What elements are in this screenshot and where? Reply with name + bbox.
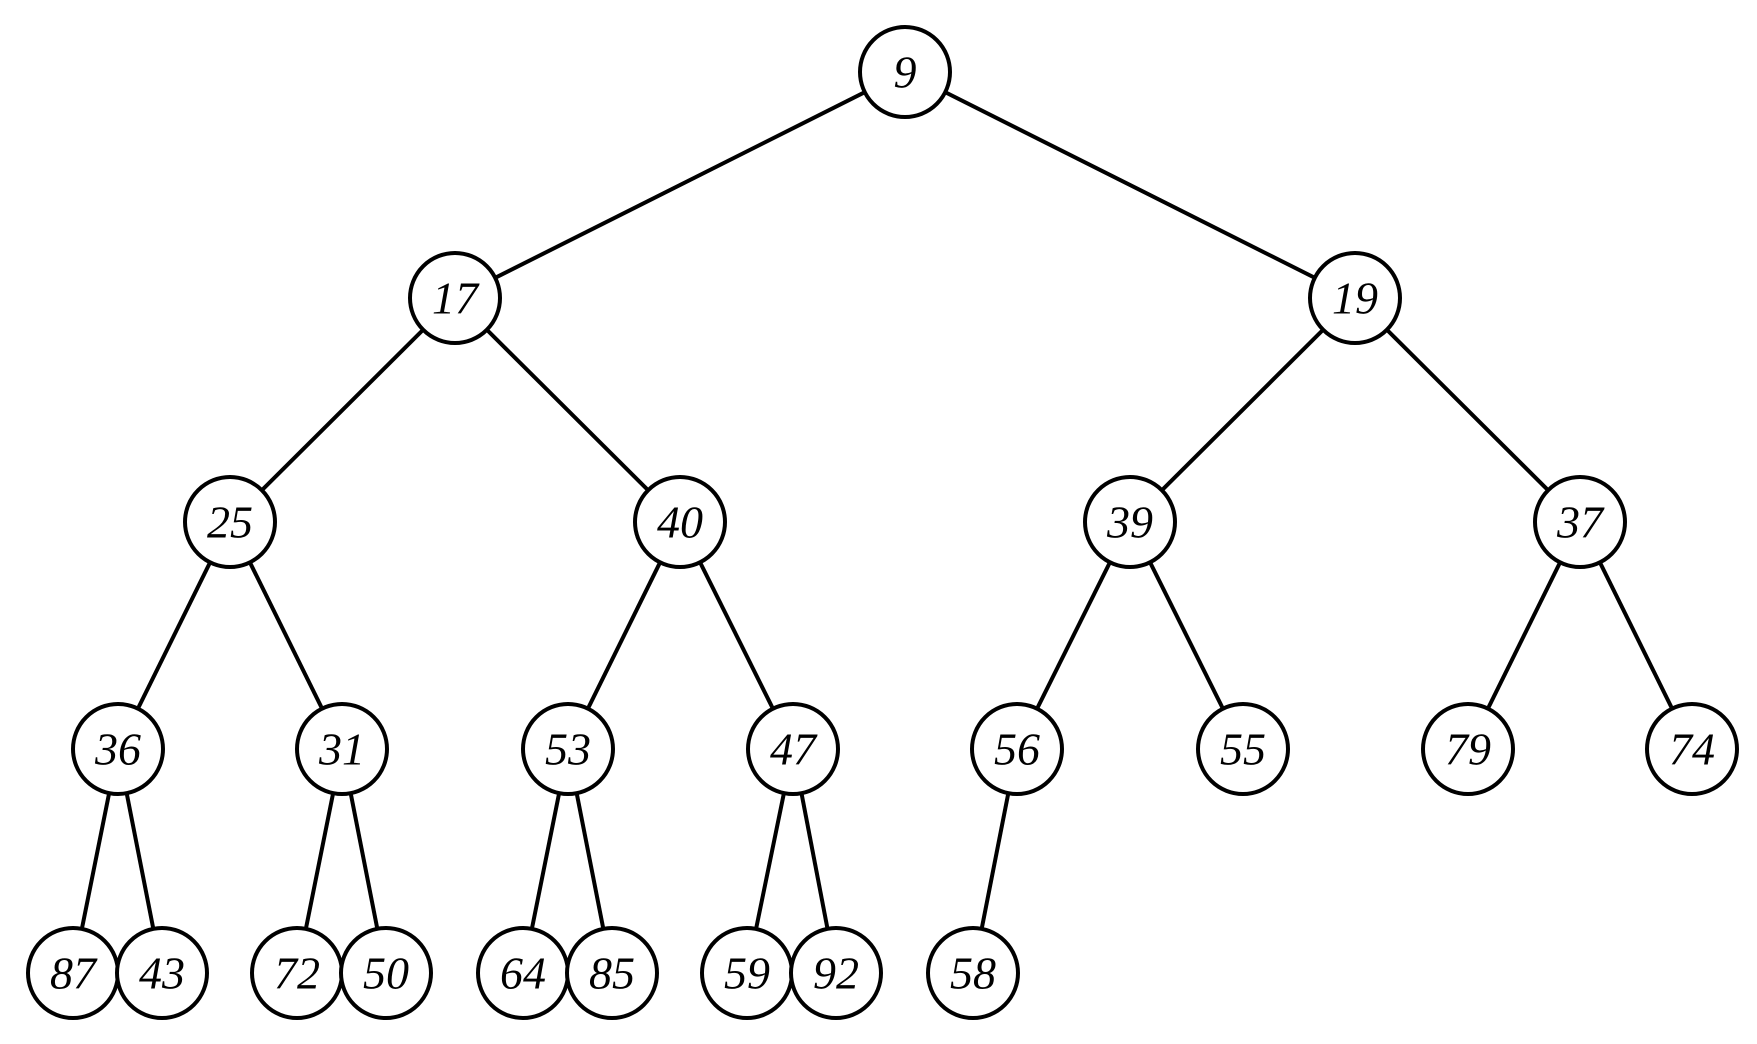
tree-node-64: 64 bbox=[476, 926, 570, 1020]
tree-node-92: 92 bbox=[789, 926, 883, 1020]
tree-node-43: 43 bbox=[115, 926, 209, 1020]
tree-node-47: 47 bbox=[746, 702, 840, 796]
tree-edge-17-40 bbox=[453, 296, 682, 524]
tree-node-label: 25 bbox=[207, 497, 253, 548]
tree-edge-9-17 bbox=[454, 70, 906, 300]
tree-node-circle bbox=[746, 702, 840, 796]
tree-node-17: 17 bbox=[408, 251, 502, 345]
tree-node-label: 58 bbox=[950, 948, 996, 999]
tree-node-label: 92 bbox=[813, 948, 859, 999]
tree-node-circle bbox=[633, 475, 727, 569]
tree-node-85: 85 bbox=[565, 926, 659, 1020]
tree-node-79: 79 bbox=[1421, 702, 1515, 796]
tree-node-circle bbox=[183, 475, 277, 569]
tree-node-label: 79 bbox=[1445, 724, 1491, 775]
tree-node-label: 59 bbox=[724, 948, 770, 999]
tree-node-label: 9 bbox=[894, 47, 917, 98]
tree-node-circle bbox=[1083, 475, 1177, 569]
tree-node-59: 59 bbox=[700, 926, 794, 1020]
tree-node-74: 74 bbox=[1645, 702, 1739, 796]
tree-node-label: 64 bbox=[500, 948, 546, 999]
tree-node-label: 39 bbox=[1106, 497, 1153, 548]
tree-node-53: 53 bbox=[521, 702, 615, 796]
tree-node-37: 37 bbox=[1533, 475, 1627, 569]
tree-node-72: 72 bbox=[250, 926, 344, 1020]
tree-node-circle bbox=[1421, 702, 1515, 796]
tree-node-25: 25 bbox=[183, 475, 277, 569]
tree-node-58: 58 bbox=[926, 926, 1020, 1020]
tree-node-circle bbox=[115, 926, 209, 1020]
tree-node-circle bbox=[408, 251, 502, 345]
tree-node-40: 40 bbox=[633, 475, 727, 569]
tree-node-circle bbox=[858, 25, 952, 119]
tree-node-label: 56 bbox=[994, 724, 1040, 775]
tree-node-39: 39 bbox=[1083, 475, 1177, 569]
tree-node-label: 50 bbox=[363, 948, 409, 999]
tree-node-label: 36 bbox=[94, 724, 141, 775]
tree-node-31: 31 bbox=[295, 702, 389, 796]
tree-node-87: 87 bbox=[26, 926, 120, 1020]
tree-node-circle bbox=[339, 926, 433, 1020]
tree-node-circle bbox=[1308, 251, 1402, 345]
tree-edge-9-19 bbox=[904, 70, 1356, 300]
tree-node-circle bbox=[1196, 702, 1290, 796]
tree-edge-17-25 bbox=[228, 296, 457, 524]
tree-node-label: 85 bbox=[589, 948, 635, 999]
tree-node-label: 37 bbox=[1556, 497, 1605, 548]
tree-node-50: 50 bbox=[339, 926, 433, 1020]
tree-node-label: 40 bbox=[657, 497, 703, 548]
tree-node-label: 53 bbox=[545, 724, 591, 775]
tree-node-circle bbox=[521, 702, 615, 796]
tree-node-label: 17 bbox=[432, 273, 480, 324]
tree-node-circle bbox=[71, 702, 165, 796]
tree-edge-19-37 bbox=[1353, 296, 1582, 524]
tree-node-56: 56 bbox=[970, 702, 1064, 796]
tree-node-circle bbox=[926, 926, 1020, 1020]
tree-node-circle bbox=[1645, 702, 1739, 796]
tree-node-55: 55 bbox=[1196, 702, 1290, 796]
tree-node-9: 9 bbox=[858, 25, 952, 119]
tree-node-label: 19 bbox=[1332, 273, 1378, 324]
tree-node-label: 55 bbox=[1220, 724, 1266, 775]
tree-node-label: 74 bbox=[1669, 724, 1715, 775]
tree-edge-19-39 bbox=[1128, 296, 1357, 524]
tree-node-circle bbox=[970, 702, 1064, 796]
tree-node-circle bbox=[1533, 475, 1627, 569]
tree-node-label: 72 bbox=[274, 948, 320, 999]
tree-node-36: 36 bbox=[71, 702, 165, 796]
tree-node-label: 47 bbox=[770, 724, 818, 775]
tree-node-circle bbox=[295, 702, 389, 796]
tree-node-19: 19 bbox=[1308, 251, 1402, 345]
tree-node-circle bbox=[565, 926, 659, 1020]
tree-node-label: 43 bbox=[139, 948, 185, 999]
tree-node-circle bbox=[789, 926, 883, 1020]
tree-node-label: 31 bbox=[318, 724, 365, 775]
tree-node-label: 87 bbox=[50, 948, 98, 999]
